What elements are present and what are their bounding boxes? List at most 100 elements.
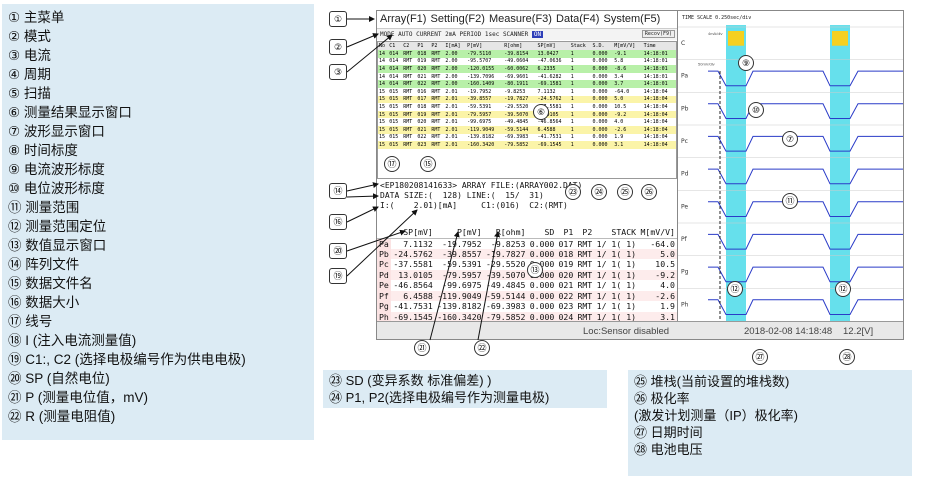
menu-measure[interactable]: Measure(F3) (489, 13, 552, 25)
result-cell: RMT (402, 141, 417, 149)
legend-left-item: ⑥ 测量结果显示窗口 (8, 105, 132, 120)
result-cell: 014 (388, 80, 403, 88)
legend-left-item: ⑳ SP (自然电位) (8, 371, 110, 386)
result-header-cell: C1 (388, 42, 403, 50)
value-cell: 1/ 1( 1) (594, 280, 639, 291)
result-cell: 2.01 (444, 141, 467, 149)
legend-right-item: ㉗ 日期时间 (634, 425, 703, 440)
value-cell: 4.0 (638, 280, 677, 291)
legend-mid-item: ㉓ SD (变异系数 标准偏差) ) (329, 373, 492, 388)
result-cell: -160.3420 (466, 141, 504, 149)
callout-11: ⑪ (782, 193, 798, 209)
value-cell: 1/ 1( 1) (594, 248, 639, 259)
result-cell: 016 (416, 87, 431, 96)
result-cell: 14:18:01 (642, 57, 676, 66)
menu-array[interactable]: Array(F1) (380, 13, 427, 25)
value-cell: -79.5957 (434, 269, 484, 280)
result-cell: -9.8253 (503, 87, 537, 96)
value-cell: Pg (377, 301, 391, 312)
scanner-value[interactable]: ON (531, 31, 544, 38)
result-cell: 14:18:04 (642, 141, 676, 149)
value-cell: -9.8253 (483, 238, 528, 249)
result-cell: RMT (402, 133, 417, 142)
recov-button[interactable]: Recov(F9) (641, 30, 675, 38)
legend-right-item: (激发计划测量（IP）极化率) (634, 408, 798, 423)
callout-12a: ⑫ (727, 281, 743, 297)
status-bar: Loc:Sensor disabled 2018-02-08 14:18:48 … (377, 321, 903, 339)
legend-left-item: ② 模式 (8, 29, 51, 44)
legend-left-item: ⑤ 扫描 (8, 86, 51, 101)
potential-waveform (708, 233, 903, 250)
result-cell: 14:18:04 (642, 110, 676, 119)
wave-channel-label: Pf (681, 236, 688, 243)
result-header-cell: C2 (402, 42, 417, 50)
callout-19: ⑲ (329, 268, 347, 284)
value-cell: 1/ 1( 1) (594, 311, 639, 322)
result-cell: -39.8557 (466, 95, 504, 104)
value-cell: 10.5 (638, 259, 677, 270)
result-cell: 1 (569, 95, 592, 104)
value-cell: -160.3420 (434, 311, 484, 322)
legend-left-item: ⑪ 测量范围 (8, 200, 80, 215)
result-cell: -79.5957 (466, 110, 504, 119)
result-cell: 0.000 (591, 103, 614, 111)
result-cell: RMT (430, 50, 445, 58)
result-cell: 3.4 (613, 72, 643, 81)
result-cell: RMT (402, 95, 417, 104)
legend-left-item: ⑧ 时间标度 (8, 143, 78, 158)
period-value[interactable]: 1sec (484, 31, 500, 38)
value-cell: -39.8557 (434, 248, 484, 259)
menu-setting[interactable]: Setting(F2) (430, 13, 485, 25)
mode-value[interactable]: AUTO (398, 31, 413, 38)
result-cell: 0.000 (591, 95, 614, 104)
table-row[interactable]: 15015RMT019RMT2.01-79.5957-39.507013.010… (378, 110, 676, 119)
value-cell: 1/ 1( 1) (594, 301, 639, 312)
wave-channel-label: Pc (681, 138, 688, 145)
value-cell: 0.000 (527, 259, 557, 270)
result-cell: 15 (378, 103, 389, 111)
menu-system[interactable]: System(F5) (603, 13, 661, 25)
result-cell: 1.9 (613, 133, 643, 142)
legend-left-item: ⑭ 阵列文件 (8, 257, 80, 272)
legend-bottom-right: ㉕ 堆栈(当前设置的堆栈数)㉖ 极化率 (激发计划测量（IP）极化率)㉗ 日期时… (628, 370, 912, 476)
result-cell: -9.2 (613, 110, 643, 119)
value-cell: 017 (556, 238, 576, 249)
legend-left-item: ⑦ 波形显示窗口 (8, 124, 105, 139)
current-label: CURRENT (416, 31, 442, 38)
result-cell: -47.0636 (536, 57, 570, 66)
value-cell: RMT (575, 290, 595, 301)
value-cell: 1/ 1( 1) (594, 259, 639, 270)
result-cell: 2.00 (444, 72, 467, 81)
potential-waveform (708, 70, 903, 87)
result-cell: -29.5520 (503, 103, 537, 111)
value-header-cell: SP[mV] (390, 227, 435, 239)
current-value[interactable]: 2mA (445, 31, 456, 38)
value-header-cell: P1 (556, 227, 576, 239)
result-cell: 6.4588 (536, 125, 570, 134)
menu-data[interactable]: Data(F4) (556, 13, 600, 25)
value-cell: Pe (377, 280, 391, 291)
value-cell: -2.6 (638, 290, 677, 301)
result-cell: 017 (416, 95, 431, 104)
result-cell: 14:18:04 (642, 87, 676, 96)
